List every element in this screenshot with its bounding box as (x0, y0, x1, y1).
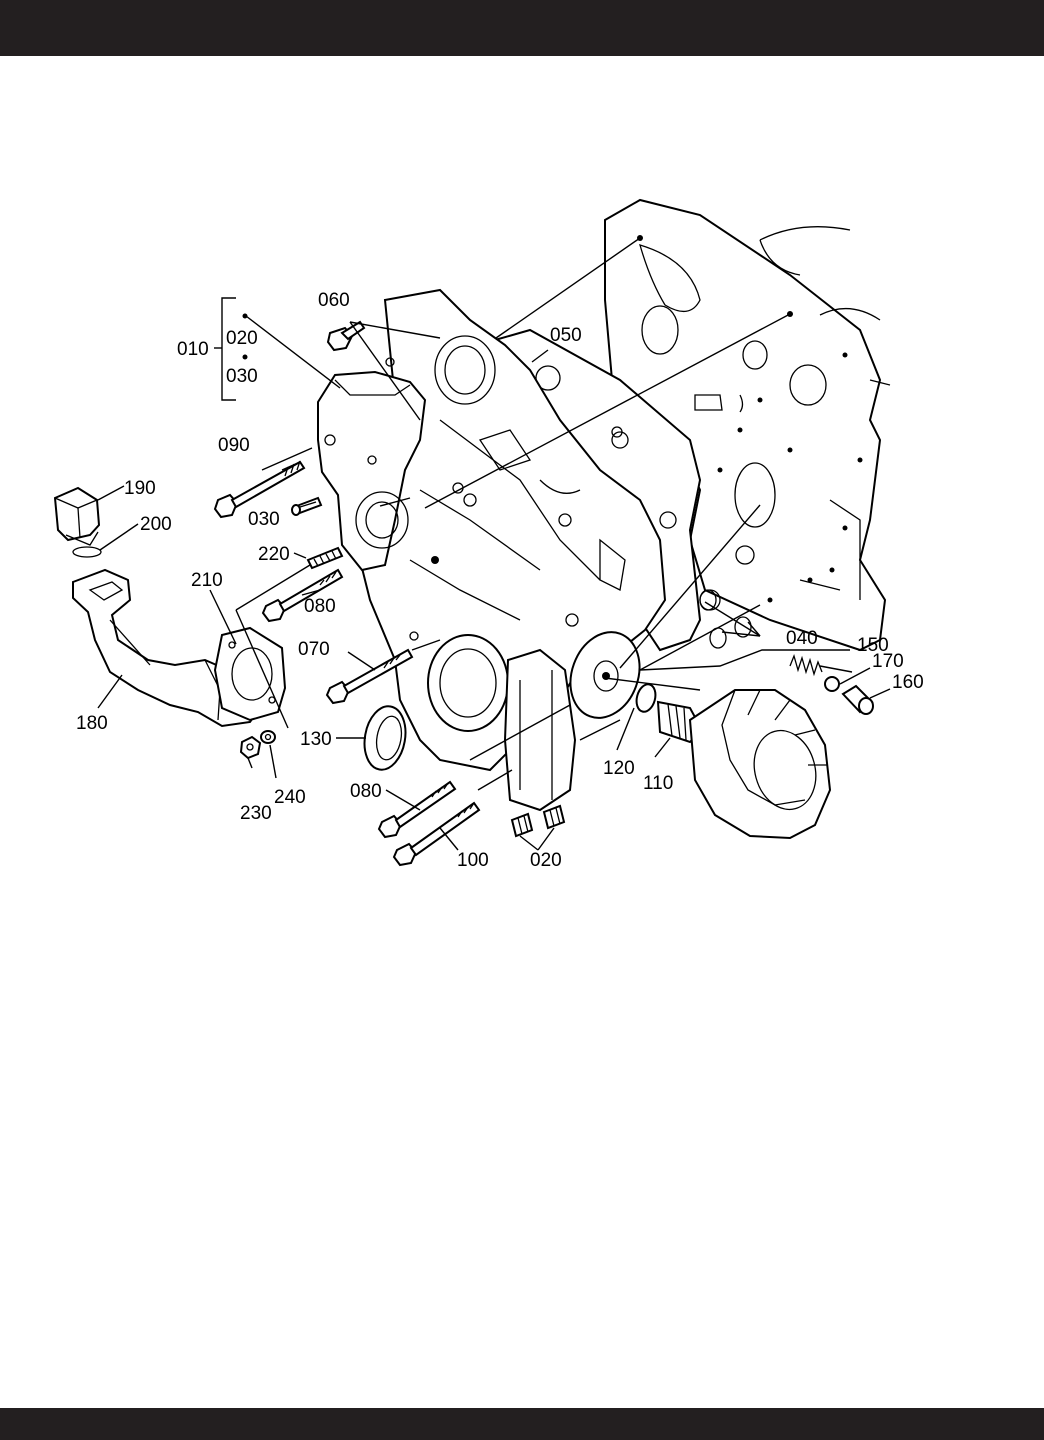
callout-labels: 010 020 030 060 050 090 190 200 030 220 … (76, 290, 924, 871)
stud-220 (306, 546, 344, 570)
leader-lines (97, 237, 891, 851)
gasket-210 (213, 626, 287, 722)
callout-210: 210 (191, 570, 223, 591)
plug-160 (841, 684, 874, 715)
drain-plugs-020 (510, 804, 566, 838)
ball-170 (824, 676, 840, 692)
bottom-footer-band (0, 1408, 1044, 1440)
callout-230: 230 (240, 803, 272, 824)
bolt-060 (326, 320, 366, 352)
washer-240 (260, 730, 276, 744)
bolt-080-upper (261, 568, 344, 623)
callout-120: 120 (603, 758, 635, 779)
oil-filter-cartridge (688, 689, 832, 840)
callout-160: 160 (892, 672, 924, 693)
o-ring-200 (72, 546, 102, 558)
callout-030: 030 (248, 509, 280, 530)
spring-150 (789, 653, 823, 677)
gasket-120 (635, 683, 657, 713)
callout-080-upper: 080 (304, 596, 336, 617)
callout-020-group: 020 (226, 328, 258, 349)
callout-180: 180 (76, 713, 108, 734)
o-rings-040 (699, 589, 752, 649)
callout-040: 040 (786, 628, 818, 649)
bolt-100 (392, 801, 481, 867)
dowel-030 (291, 496, 323, 516)
callout-030-group: 030 (226, 366, 258, 387)
bolt-070 (325, 648, 414, 705)
callout-240: 240 (274, 787, 306, 808)
oil-filler-cap-190 (53, 486, 101, 546)
callout-170: 170 (872, 651, 904, 672)
callout-070: 070 (298, 639, 330, 660)
pump-flange-010 (317, 370, 439, 572)
callout-020-plugs: 020 (530, 850, 562, 871)
callout-190: 190 (124, 478, 156, 499)
callout-130: 130 (300, 729, 332, 750)
callout-220: 220 (258, 544, 290, 565)
bolt-090 (213, 460, 306, 519)
callout-110: 110 (643, 773, 673, 794)
nut-230 (239, 735, 262, 760)
callout-090: 090 (218, 435, 250, 456)
callout-150: 150 (857, 635, 889, 656)
callout-100: 100 (457, 850, 489, 871)
callout-010: 010 (177, 339, 209, 360)
callout-080-lower: 080 (350, 781, 382, 802)
callout-050: 050 (550, 325, 582, 346)
oil-seal-130 (363, 705, 407, 771)
callout-060: 060 (318, 290, 350, 311)
filter-bracket (569, 631, 641, 719)
bolt-080-lower (377, 780, 457, 839)
top-header-band (0, 0, 1044, 56)
callout-200: 200 (140, 514, 172, 535)
